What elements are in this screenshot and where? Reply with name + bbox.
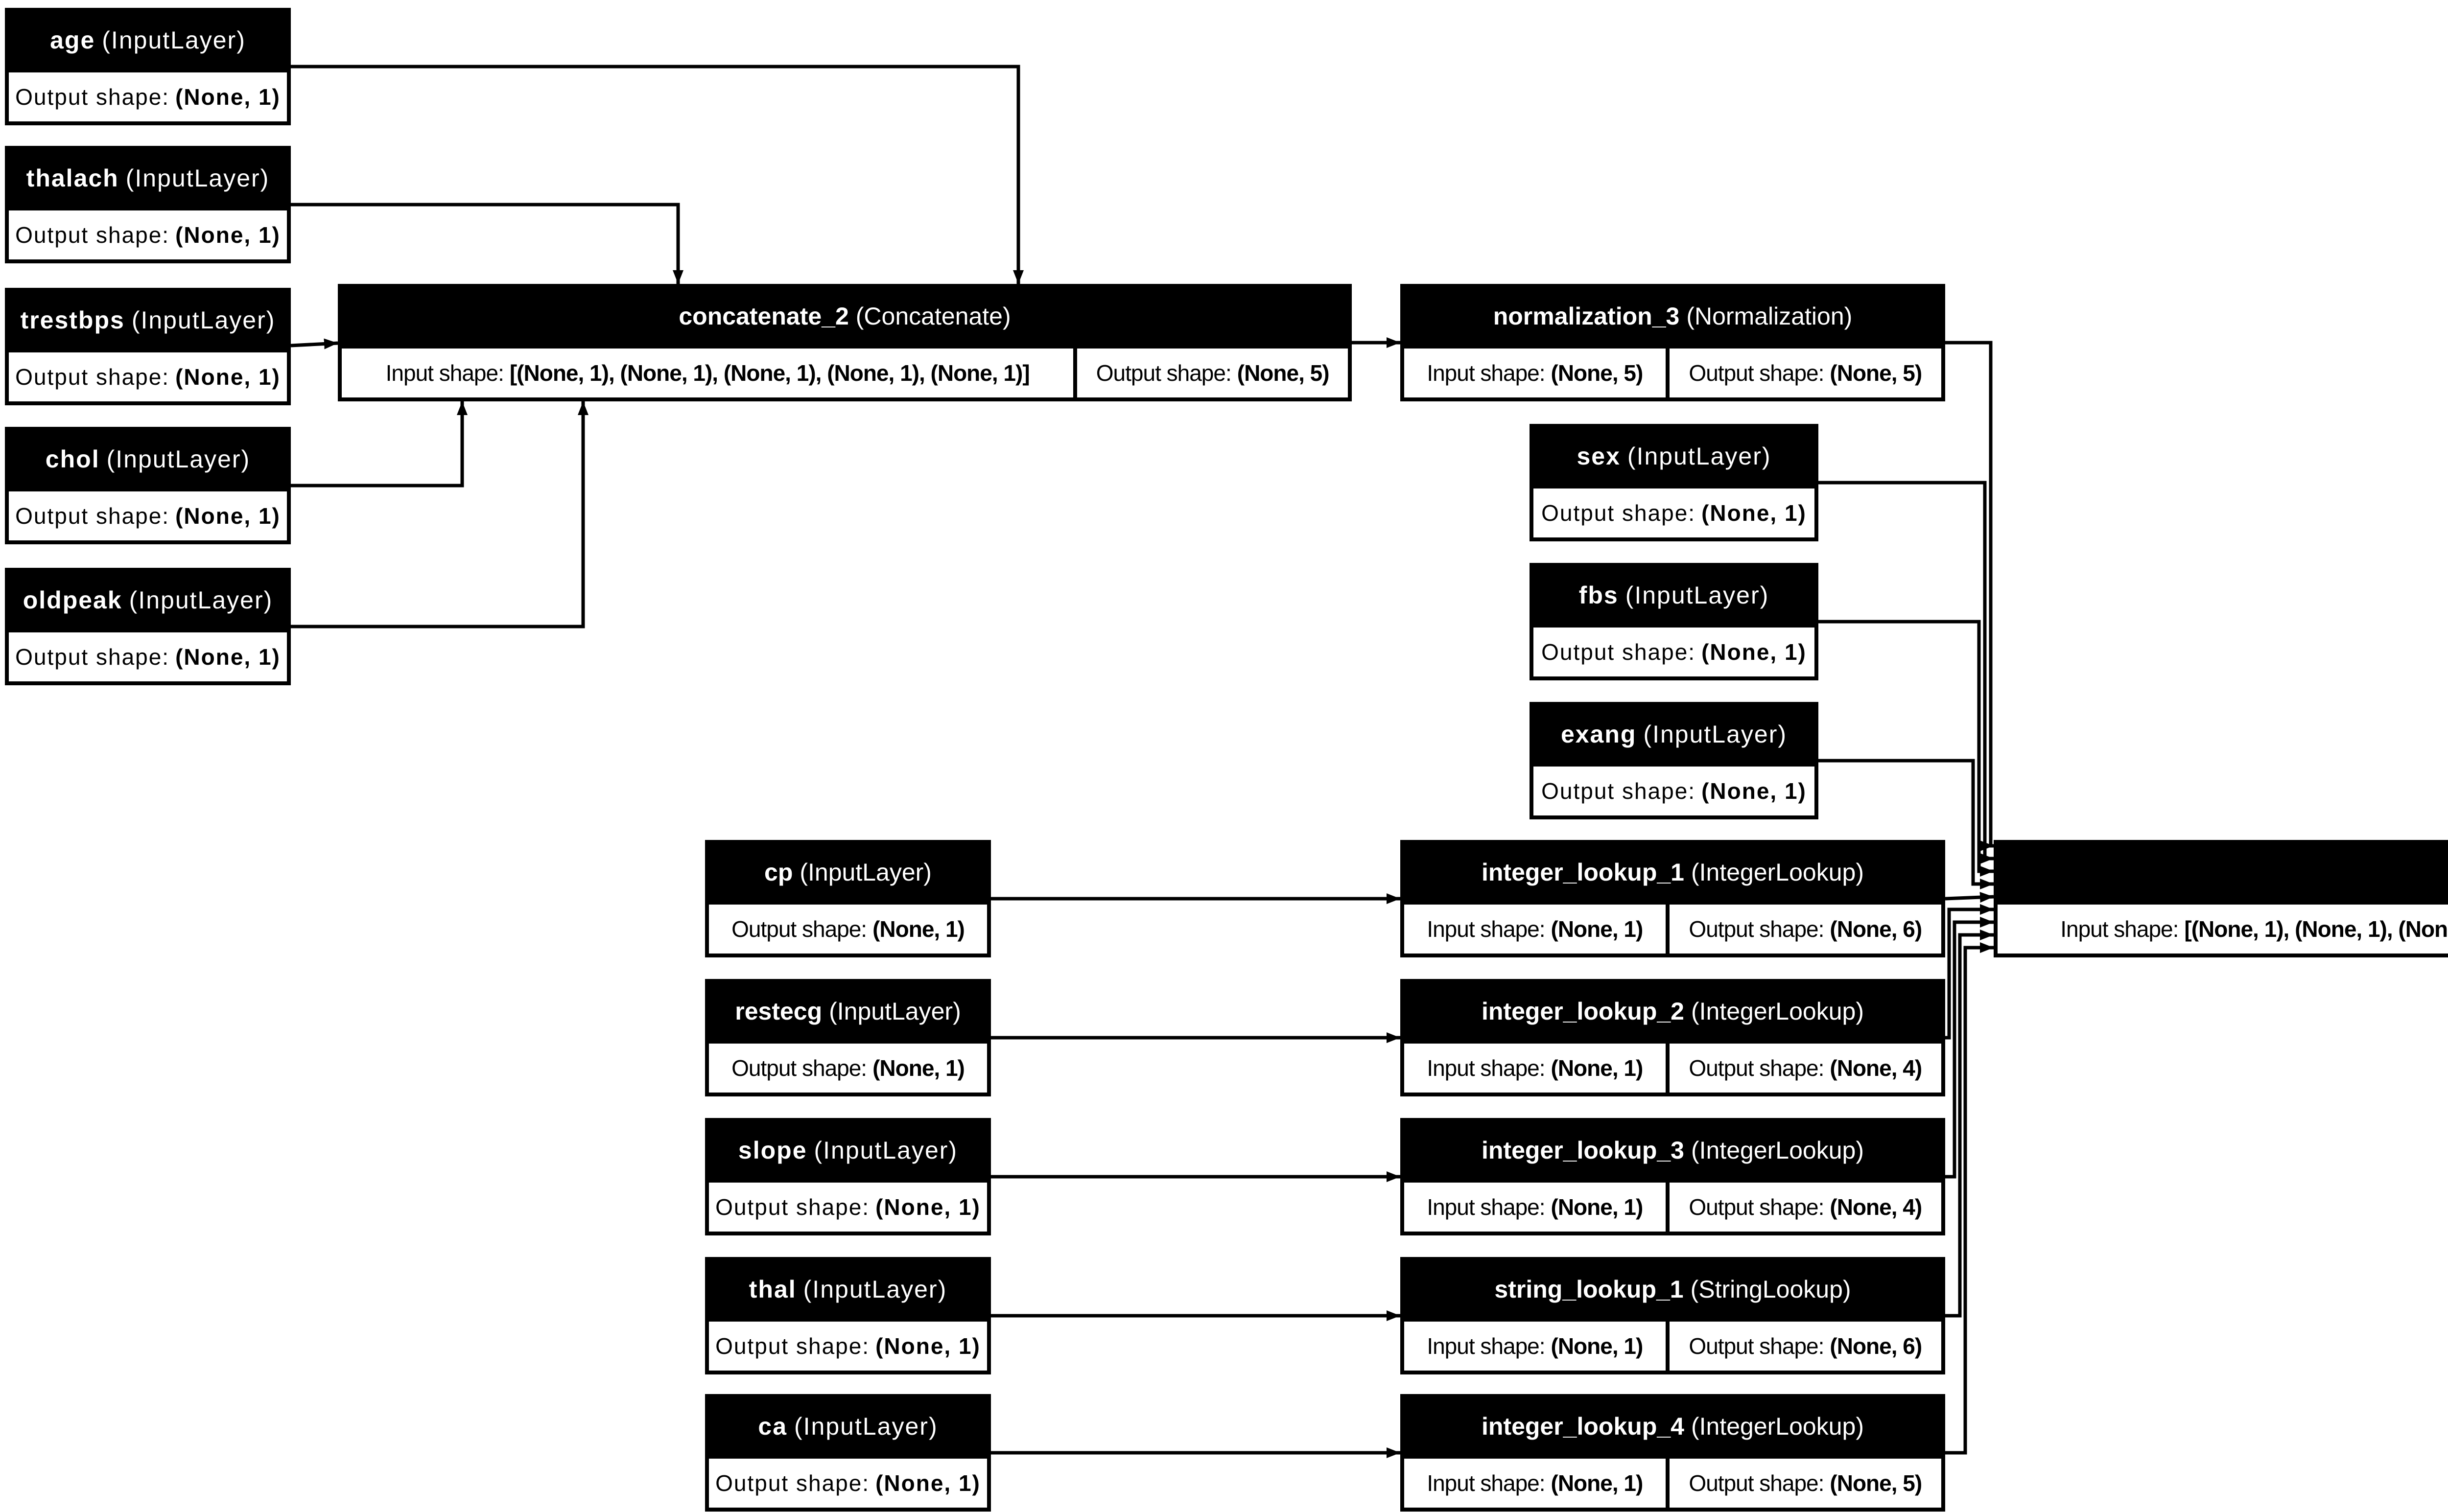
edge-thalach-concatenate_2 [291,203,683,284]
output-shape-cell: Output shape:(None, 1) [9,352,287,401]
edge-age-concatenate_2 [291,65,1024,284]
node-title: thalach(InputLayer) [26,164,270,192]
node-thal: thal(InputLayer) Output shape:(None, 1) [705,1257,991,1374]
node-concatenate-2: concatenate_2(Concatenate) Input shape:[… [338,284,1352,401]
input-shape-cell: Input shape:(None, 1) [1404,1459,1666,1508]
node-title: trestbps(InputLayer) [20,306,276,334]
node-title: thal(InputLayer) [749,1276,947,1303]
node-integer-lookup-2: integer_lookup_2(IntegerLookup) Input sh… [1400,979,1945,1096]
output-shape-cell: Output shape:(None, 4) [1669,1044,1941,1093]
node-ca: ca(InputLayer) Output shape:(None, 1) [705,1394,991,1512]
node-title: concatenate_2(Concatenate) [679,302,1011,330]
node-fbs: fbs(InputLayer) Output shape:(None, 1) [1530,563,1818,680]
node-title: normalization_3(Normalization) [1493,302,1853,330]
input-shape-cell: Input shape:(None, 1) [1404,905,1666,954]
output-shape-cell: Output shape:(None, 5) [1077,349,1348,397]
node-title: integer_lookup_4(IntegerLookup) [1481,1413,1864,1440]
output-shape-cell: Output shape:(None, 1) [9,72,287,121]
output-shape-cell: Output shape:(None, 4) [1669,1183,1941,1232]
node-title: fbs(InputLayer) [1578,582,1769,609]
node-sex: sex(InputLayer) Output shape:(None, 1) [1530,424,1818,541]
node-title: oldpeak(InputLayer) [23,586,273,614]
node-title: chol(InputLayer) [45,445,251,473]
output-shape-cell: Output shape:(None, 1) [709,1183,987,1232]
node-integer-lookup-3: integer_lookup_3(IntegerLookup) Input sh… [1400,1118,1945,1235]
node-title: age(InputLayer) [50,26,246,54]
edge-string_lookup_1-concatenate_3 [1945,930,1994,1318]
edge-sex-concatenate_3 [1818,481,1994,864]
node-restecg: restecg(InputLayer) Output shape:(None, … [705,979,991,1096]
node-title: integer_lookup_2(IntegerLookup) [1481,998,1864,1025]
node-title: concatenate_3(Concatenate) [1994,840,2448,905]
node-cp: cp(InputLayer) Output shape:(None, 1) [705,840,991,957]
output-shape-cell: Output shape:(None, 1) [709,905,987,954]
input-shape-cell: Input shape:[(None, 1), (None, 1), (None… [342,349,1074,397]
input-shape-cell: Input shape:[(None, 1), (None, 1), (None… [1998,905,2448,954]
output-shape-cell: Output shape:(None, 1) [709,1459,987,1508]
edge-trestbps-concatenate_2 [290,338,338,349]
output-shape-cell: Output shape:(None, 6) [1669,1322,1941,1371]
input-shape-cell: Input shape:(None, 1) [1404,1322,1666,1371]
output-shape-cell: Output shape:(None, 1) [709,1044,987,1093]
node-oldpeak: oldpeak(InputLayer) Output shape:(None, … [5,568,291,685]
edge-integer_lookup_1-concatenate_3 [1945,892,1994,903]
edge-oldpeak-concatenate_2 [291,401,588,628]
output-shape-cell: Output shape:(None, 1) [1533,628,1814,676]
node-integer-lookup-1: integer_lookup_1(IntegerLookup) Input sh… [1400,840,1945,957]
output-shape-cell: Output shape:(None, 1) [709,1322,987,1371]
output-shape-cell: Output shape:(None, 1) [9,210,287,259]
output-shape-cell: Output shape:(None, 1) [9,491,287,540]
output-shape-cell: Output shape:(None, 1) [9,632,287,681]
node-integer-lookup-4: integer_lookup_4(IntegerLookup) Input sh… [1400,1394,1945,1512]
input-shape-cell: Input shape:(None, 1) [1404,1044,1666,1093]
node-trestbps: trestbps(InputLayer) Output shape:(None,… [5,288,291,405]
node-thalach: thalach(InputLayer) Output shape:(None, … [5,146,291,263]
edge-integer_lookup_4-concatenate_3 [1945,942,1994,1455]
node-title: string_lookup_1(StringLookup) [1494,1276,1851,1303]
edge-integer_lookup_2-concatenate_3 [1945,904,1994,1040]
node-title: exang(InputLayer) [1560,721,1788,748]
node-string-lookup-1: string_lookup_1(StringLookup) Input shap… [1400,1257,1945,1374]
edge-integer_lookup_3-concatenate_3 [1945,917,1994,1179]
node-title: restecg(InputLayer) [735,998,961,1025]
edge-chol-concatenate_2 [291,401,468,488]
output-shape-cell: Output shape:(None, 1) [1533,488,1814,537]
output-shape-cell: Output shape:(None, 1) [1533,767,1814,815]
node-title: slope(InputLayer) [738,1137,958,1164]
input-shape-cell: Input shape:(None, 5) [1404,349,1666,397]
output-shape-cell: Output shape:(None, 6) [1669,905,1941,954]
edge-fbs-concatenate_3 [1818,620,1994,877]
node-title: cp(InputLayer) [764,859,932,886]
edge-normalization_3-concatenate_3 [1945,341,1994,851]
node-concatenate-3: concatenate_3(Concatenate) Input shape:[… [1994,840,2448,957]
node-chol: chol(InputLayer) Output shape:(None, 1) [5,427,291,544]
node-normalization-3: normalization_3(Normalization) Input sha… [1400,284,1945,401]
node-title: integer_lookup_3(IntegerLookup) [1481,1137,1864,1164]
node-title: integer_lookup_1(IntegerLookup) [1481,859,1864,886]
output-shape-cell: Output shape:(None, 5) [1669,1459,1941,1508]
node-exang: exang(InputLayer) Output shape:(None, 1) [1530,702,1818,819]
input-shape-cell: Input shape:(None, 1) [1404,1183,1666,1232]
node-age: age(InputLayer) Output shape:(None, 1) [5,8,291,125]
node-title: ca(InputLayer) [758,1413,938,1440]
output-shape-cell: Output shape:(None, 5) [1669,349,1941,397]
node-title: sex(InputLayer) [1577,442,1771,470]
node-slope: slope(InputLayer) Output shape:(None, 1) [705,1118,991,1235]
